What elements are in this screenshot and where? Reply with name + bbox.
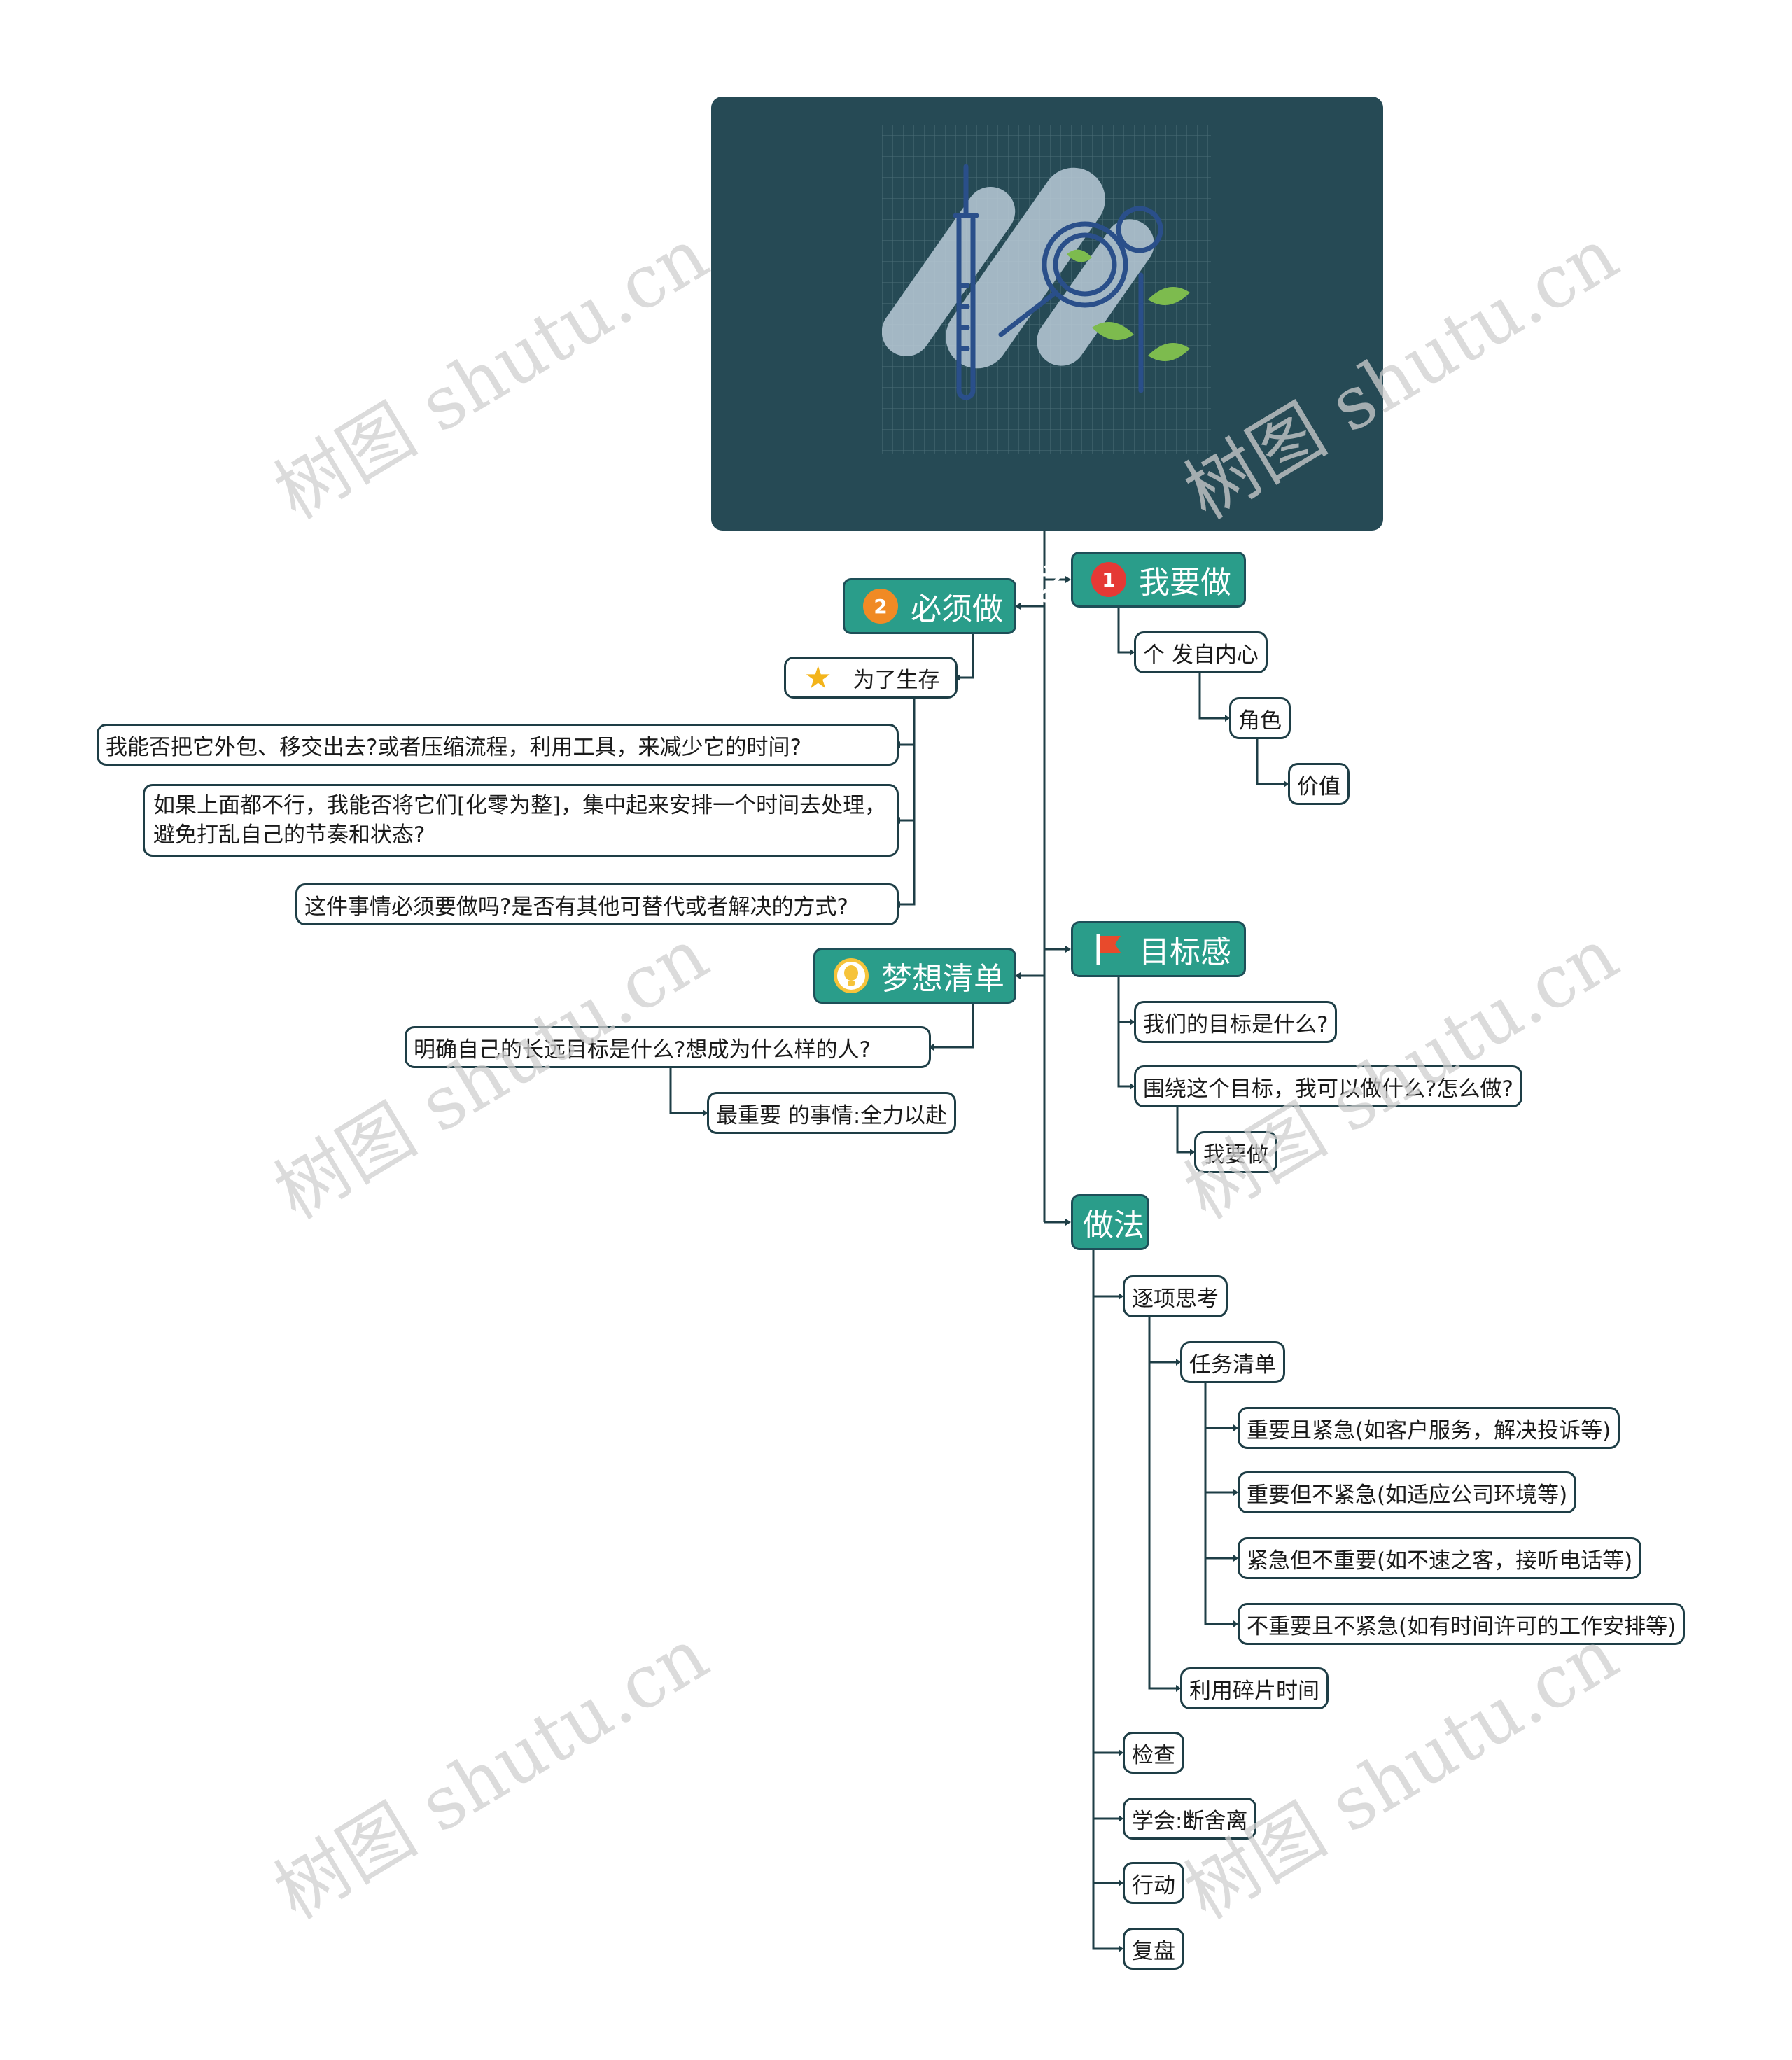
node-jian-cha[interactable]: 检查 — [1123, 1732, 1184, 1774]
node-jia-zhi[interactable]: 价值 — [1288, 763, 1350, 805]
branch-meng-xiang-qing-dan[interactable]: 梦想清单 — [813, 948, 1016, 1004]
node-label: 为了生存 — [853, 667, 940, 693]
branch-label: 梦想清单 — [881, 961, 1004, 997]
node-zhu-xiang-si-kao[interactable]: 逐项思考 — [1123, 1275, 1228, 1317]
node-quadrant-important-not-urgent[interactable]: 重要但不紧急(如适应公司环境等) — [1238, 1471, 1577, 1513]
star-icon: ★ — [804, 659, 832, 696]
branch-mu-biao-gan[interactable]: 目标感 — [1071, 921, 1246, 977]
node-most-important[interactable]: 最重要 的事情:全力以赴 — [707, 1092, 957, 1134]
node-fa-zi-nei-xin[interactable]: 个 发自内心 — [1134, 631, 1268, 673]
branch-label: 我要做 — [1139, 565, 1231, 601]
node-quadrant-urgent-not-important[interactable]: 紧急但不重要(如不速之客，接听电话等) — [1238, 1537, 1642, 1579]
node-long-term-goal[interactable]: 明确自己的长远目标是什么?想成为什么样的人? — [405, 1026, 931, 1068]
priority-1-icon: 1 — [1091, 562, 1126, 597]
node-question-batch[interactable]: 如果上面都不行，我能否将它们[化零为整]，集中起来安排一个时间去处理，避免打乱自… — [143, 784, 899, 857]
node-quadrant-important-urgent[interactable]: 重要且紧急(如客户服务，解决投诉等) — [1238, 1407, 1620, 1449]
node-sui-pian-shi-jian[interactable]: 利用碎片时间 — [1180, 1667, 1329, 1709]
branch-bi-xu-zuo[interactable]: 2 必须做 — [843, 578, 1016, 634]
branch-label: 做法 — [1083, 1207, 1144, 1243]
root-illustration — [882, 125, 1211, 454]
node-xing-dong[interactable]: 行动 — [1123, 1862, 1184, 1904]
branch-label: 必须做 — [911, 591, 1003, 627]
lightbulb-icon — [834, 958, 869, 993]
node-quadrant-neither[interactable]: 不重要且不紧急(如有时间许可的工作安排等) — [1238, 1603, 1686, 1645]
branch-label: 目标感 — [1139, 934, 1231, 970]
flag-icon — [1091, 932, 1126, 967]
root-title: 时间管理培训之时间安排方法 — [774, 562, 1320, 611]
node-ren-wu-qing-dan[interactable]: 任务清单 — [1180, 1341, 1285, 1383]
priority-2-icon: 2 — [863, 589, 898, 624]
branch-zuo-fa[interactable]: 做法 — [1071, 1194, 1149, 1250]
node-question-necessary[interactable]: 这件事情必须要做吗?是否有其他可替代或者解决的方式? — [295, 883, 899, 925]
node-goal-what[interactable]: 我们的目标是什么? — [1134, 1001, 1338, 1043]
branch-wo-yao-zuo[interactable]: 1 我要做 — [1071, 552, 1246, 608]
node-goal-i-do[interactable]: 我要做 — [1194, 1131, 1278, 1173]
node-goal-how[interactable]: 围绕这个目标，我可以做什么?怎么做? — [1134, 1065, 1522, 1107]
node-fu-pan[interactable]: 复盘 — [1123, 1928, 1184, 1970]
node-jiao-se[interactable]: 角色 — [1229, 697, 1291, 739]
node-duan-she-li[interactable]: 学会:断舍离 — [1123, 1798, 1257, 1840]
node-question-outsource[interactable]: 我能否把它外包、移交出去?或者压缩流程，利用工具，来减少它的时间? — [97, 724, 899, 766]
node-wei-le-sheng-cun[interactable]: ★ 为了生存 — [784, 657, 958, 699]
